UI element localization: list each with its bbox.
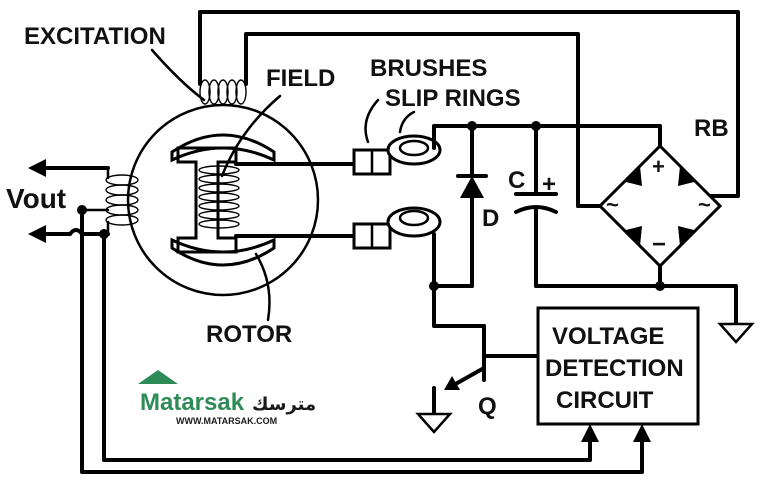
vdc-line1: VOLTAGE: [552, 323, 664, 350]
capacitor-plus-label: +: [542, 171, 556, 198]
diode-d: [456, 124, 488, 288]
upper-slip-ring: [386, 110, 442, 166]
positive-bus: [432, 124, 662, 150]
transistor-label: Q: [478, 393, 497, 420]
vdc-line2: DETECTION: [545, 355, 684, 382]
ground-symbol-left: [415, 412, 453, 434]
capacitor-c: [514, 124, 558, 288]
logo-arabic-text: مترسك: [252, 394, 316, 415]
excitation-wire-outer: [198, 10, 740, 198]
upper-pole-piece: [170, 133, 276, 163]
bridge-ac-right-label: ~: [698, 192, 711, 217]
rb-label: RB: [694, 115, 729, 142]
vout-label: Vout: [6, 183, 66, 214]
rotor-leader: [254, 252, 271, 322]
lower-brush: [352, 222, 392, 250]
feedback-wires: [77, 205, 651, 474]
logo-brand-text: Matarsak: [140, 389, 245, 416]
emitter-path: [432, 284, 486, 328]
voltage-detection-box: [536, 306, 700, 426]
excitation-leader: [150, 48, 206, 102]
logo-url-text: WWW.MATARSAK.COM: [176, 416, 277, 426]
bridge-plus-label: +: [652, 154, 665, 179]
field-leader: [220, 94, 282, 178]
field-coil: [198, 165, 240, 229]
output-coil: [105, 174, 139, 226]
collector-wire: [432, 232, 474, 288]
vout-wires: [28, 159, 110, 243]
bridge-minus-label: −: [652, 231, 666, 258]
excitation-wire-inner: [244, 32, 580, 110]
ground-symbol-right: [717, 322, 755, 344]
capacitor-label: C: [508, 167, 525, 194]
upper-brush: [352, 98, 392, 176]
brushes-label: BRUSHES: [370, 55, 487, 82]
slip-rings-label: SLIP RINGS: [385, 85, 521, 112]
lower-pole-piece: [170, 237, 276, 267]
excitation-label: EXCITATION: [24, 23, 166, 50]
transistor-q: [432, 324, 540, 414]
diode-label: D: [482, 205, 499, 232]
bridge-rectifier: [576, 106, 723, 288]
vdc-line3: CIRCUIT: [556, 387, 654, 414]
matarsak-logo: Matarsak مترسك WWW.MATARSAK.COM: [138, 370, 316, 426]
lower-slip-ring: [386, 206, 442, 238]
bridge-ac-left-label: ~: [606, 192, 619, 217]
stator-circle: [126, 103, 320, 297]
ground-bus: [534, 284, 738, 324]
excitation-coil: [199, 79, 247, 105]
rotor-label: ROTOR: [206, 321, 292, 348]
field-label: FIELD: [266, 65, 335, 92]
logo-roof-icon: [138, 370, 178, 384]
